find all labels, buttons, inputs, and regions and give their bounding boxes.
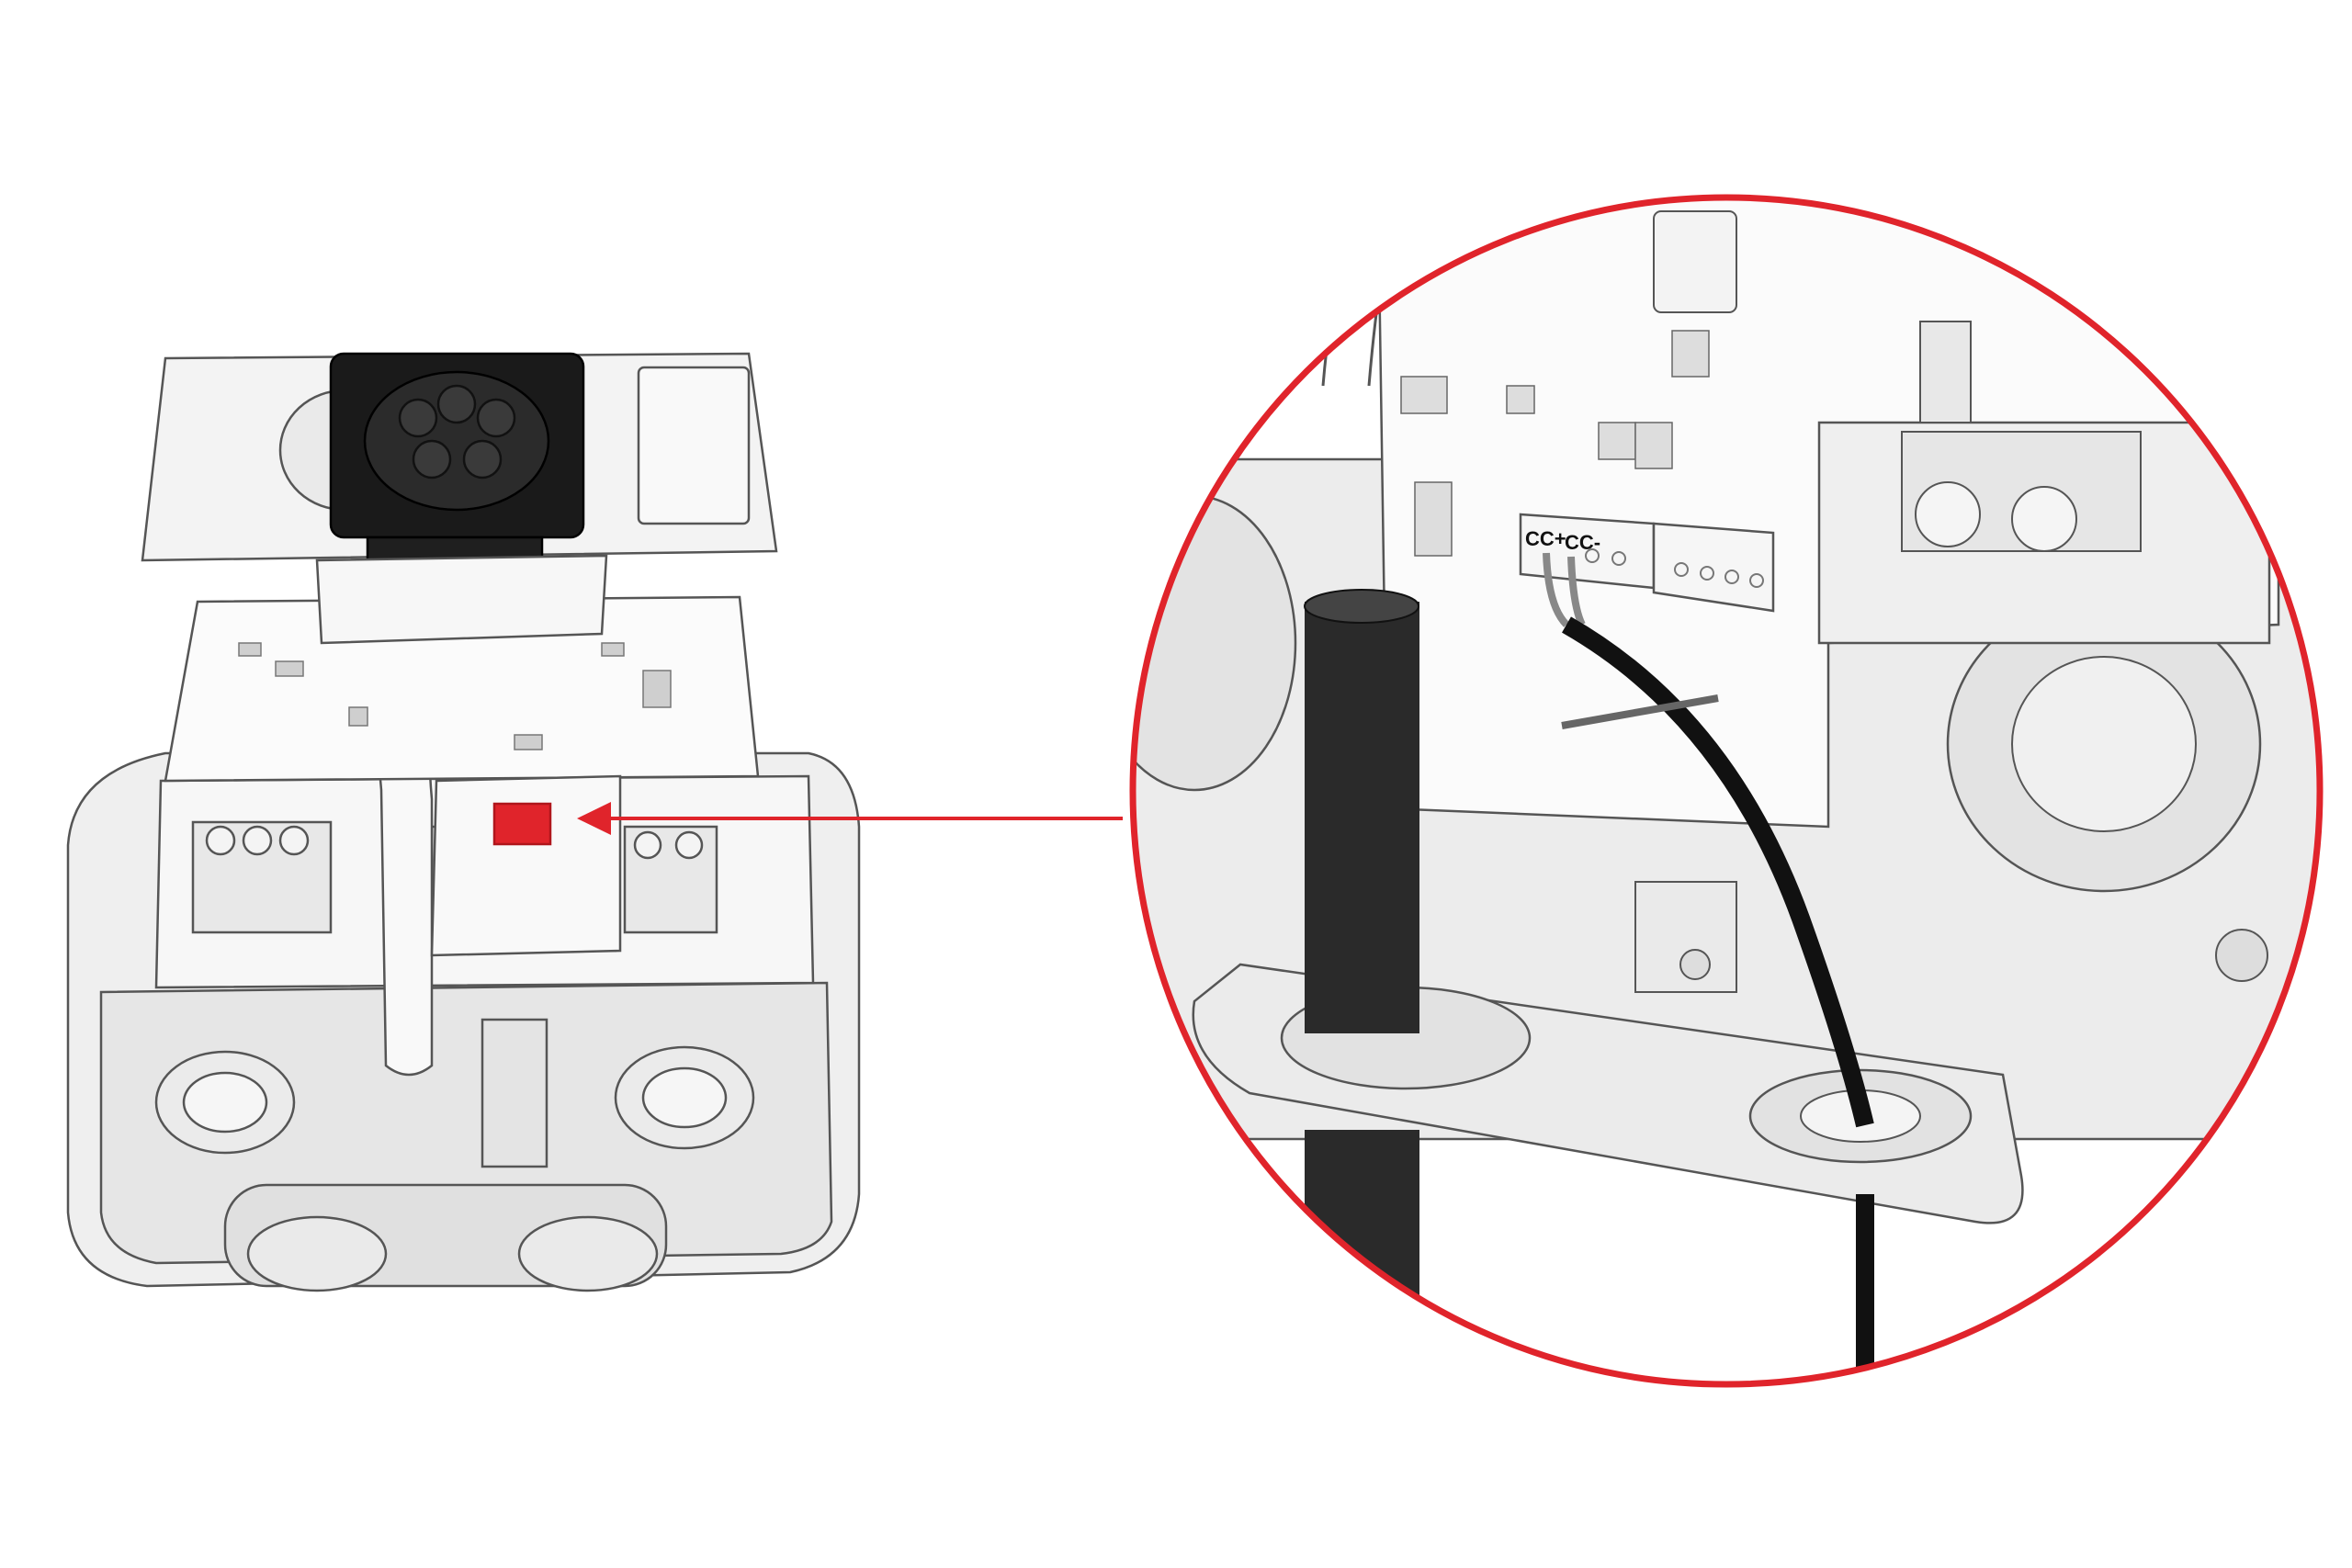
pointer-arrow [577,802,1123,835]
cc-minus-label: CC- [1565,531,1600,554]
detail-callout-circle [1129,194,2324,1388]
detail-callout: CC+ CC- [1133,197,2320,1384]
cc-connector-highlight [492,802,552,846]
control-cable [1543,552,1874,1384]
charger-overview [66,352,861,1292]
cc-plus-label: CC+ [1525,527,1566,550]
